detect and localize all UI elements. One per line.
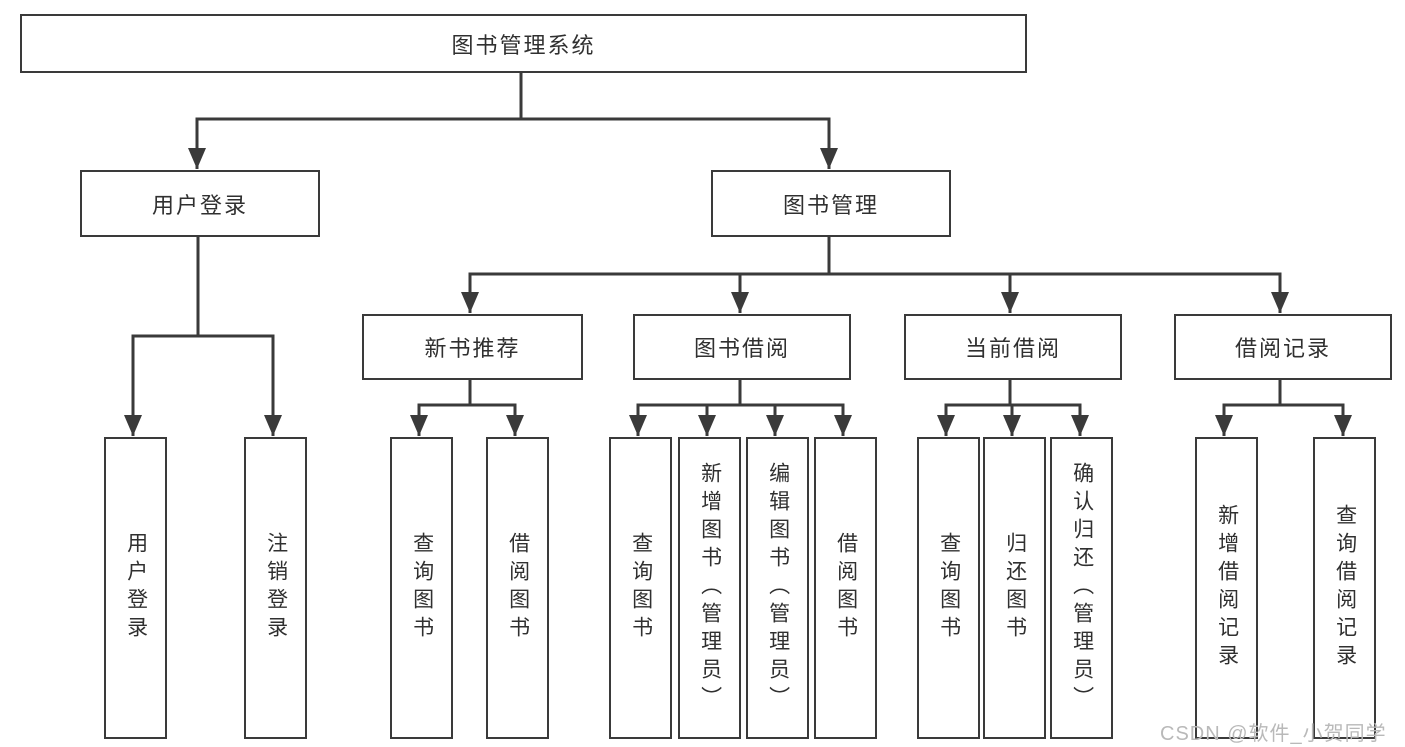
node-edit-books-admin-label: 编辑图书（管理员）	[766, 462, 790, 714]
node-borrow-books-1-label: 借阅图书	[506, 532, 530, 644]
node-add-borrow-record: 新增借阅记录	[1195, 437, 1258, 739]
node-logout-label: 注销登录	[264, 532, 288, 644]
node-add-borrow-record-label: 新增借阅记录	[1215, 504, 1239, 672]
node-new-book-recommend: 新书推荐	[362, 314, 583, 380]
node-query-borrow-record: 查询借阅记录	[1313, 437, 1376, 739]
node-logout: 注销登录	[244, 437, 307, 739]
node-root: 图书管理系统	[20, 14, 1027, 73]
node-login: 用户登录	[104, 437, 167, 739]
node-add-books-admin: 新增图书（管理员）	[678, 437, 741, 739]
tree-branch-lines	[131, 67, 1345, 407]
node-query-books-2: 查询图书	[609, 437, 672, 739]
node-query-borrow-record-label: 查询借阅记录	[1333, 504, 1357, 672]
node-book-borrow: 图书借阅	[633, 314, 851, 380]
node-query-books-3: 查询图书	[917, 437, 980, 739]
node-add-books-admin-label: 新增图书（管理员）	[698, 462, 722, 714]
node-confirm-return-admin: 确认归还（管理员）	[1050, 437, 1113, 739]
node-return-books-label: 归还图书	[1003, 532, 1027, 644]
csdn-watermark: CSDN @软件_小贺同学	[1160, 723, 1387, 745]
arrowheads	[124, 119, 1352, 436]
node-query-books-3-label: 查询图书	[937, 532, 961, 644]
node-query-books-2-label: 查询图书	[629, 532, 653, 644]
node-login-label: 用户登录	[124, 532, 148, 644]
node-confirm-return-admin-label: 确认归还（管理员）	[1070, 462, 1094, 714]
node-borrow-books-2-label: 借阅图书	[834, 532, 858, 644]
node-user-login: 用户登录	[80, 170, 320, 237]
node-query-books-1-label: 查询图书	[410, 532, 434, 644]
node-book-management: 图书管理	[711, 170, 951, 237]
node-borrow-records: 借阅记录	[1174, 314, 1392, 380]
node-current-borrow: 当前借阅	[904, 314, 1122, 380]
node-borrow-books-2: 借阅图书	[814, 437, 877, 739]
node-borrow-books-1: 借阅图书	[486, 437, 549, 739]
node-query-books-1: 查询图书	[390, 437, 453, 739]
node-return-books: 归还图书	[983, 437, 1046, 739]
node-edit-books-admin: 编辑图书（管理员）	[746, 437, 809, 739]
